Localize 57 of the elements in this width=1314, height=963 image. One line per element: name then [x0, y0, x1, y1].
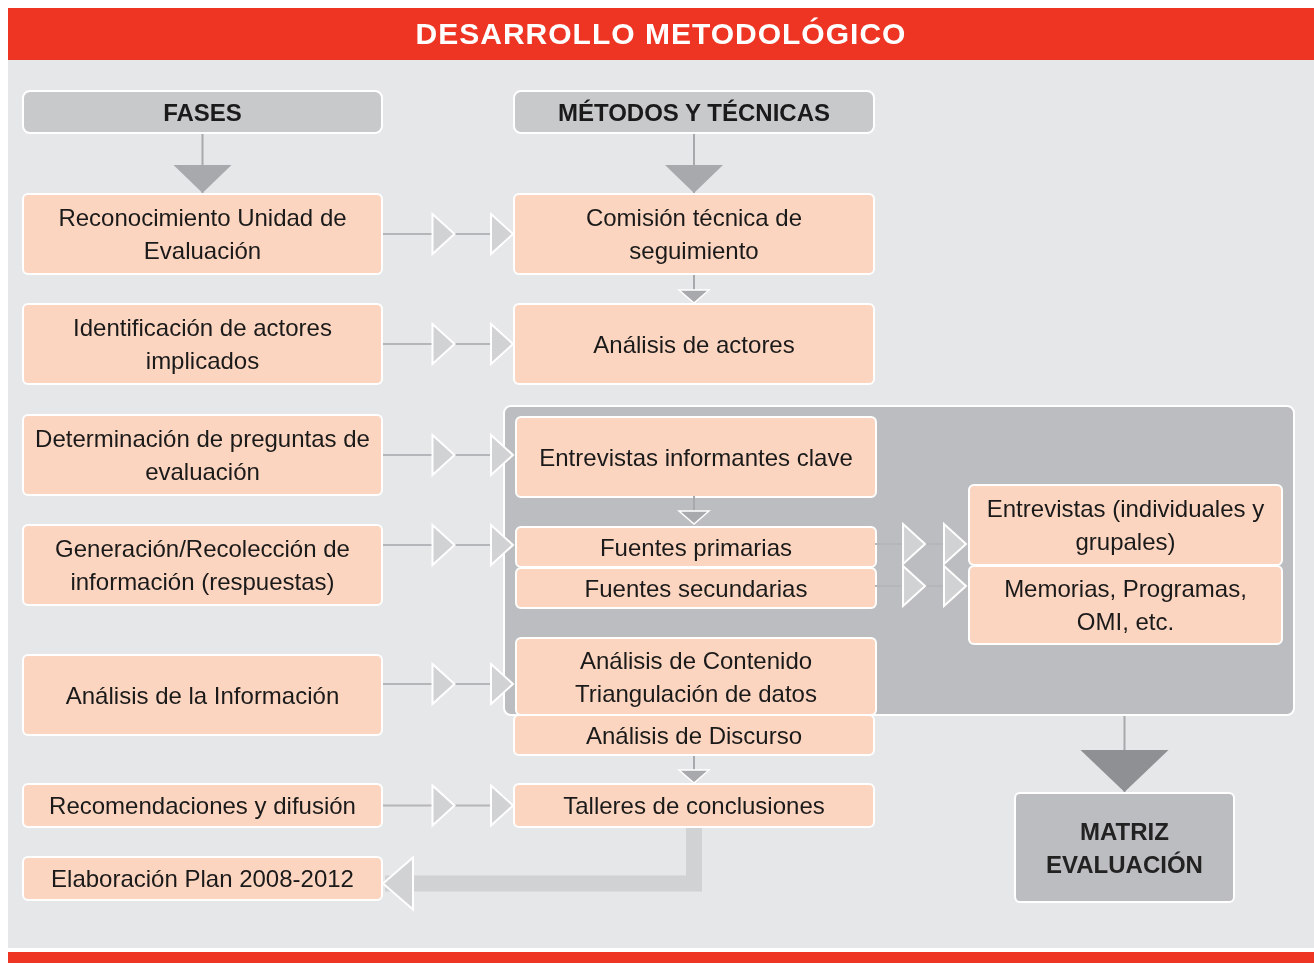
box-label: Análisis de Contenido Triangulación de datos [574, 645, 818, 709]
box-label: Elaboración Plan 2008-2012 [50, 864, 355, 894]
triangle-arrow [665, 133, 723, 194]
process-box [22, 414, 383, 496]
process-box [515, 637, 877, 716]
header-box [513, 90, 875, 134]
box-label: Determinación de preguntas de evaluación [34, 424, 371, 487]
box-label: Entrevistas (individuales y grupales) [985, 494, 1266, 557]
arrow [382, 828, 702, 911]
chevron-arrow [874, 565, 968, 608]
triangle-arrow [173, 133, 232, 194]
group-panel [503, 405, 1295, 716]
chevron-arrow [382, 212, 514, 256]
chevron-arrow [382, 433, 515, 477]
process-box [968, 565, 1283, 645]
column-heading: FASES [162, 97, 243, 128]
chevron-arrow [382, 783, 514, 828]
box-label: Reconocimiento Unidad de Evaluación [57, 203, 348, 266]
box-label: Comisión técnica de seguimiento [584, 203, 804, 266]
title: DESARROLLO METODOLÓGICO [415, 17, 907, 51]
box-label: Identificación de actores implicados [72, 313, 333, 376]
process-box [513, 714, 875, 756]
process-box [515, 416, 877, 498]
triangle-arrow [678, 755, 710, 784]
box-label: Entrevistas informantes clave [538, 442, 854, 473]
box-label: Recomendaciones y difusión [48, 791, 357, 821]
process-box [513, 783, 875, 828]
triangle-arrow [1080, 715, 1169, 793]
process-box [22, 856, 383, 901]
chevron-arrow [382, 523, 515, 567]
box-label: MATRIZ EVALUACIÓN [1045, 816, 1204, 880]
column-heading: MÉTODOS Y TÉCNICAS [556, 97, 832, 128]
chevron-arrow [874, 522, 968, 565]
header-box [22, 90, 383, 134]
box-label: Talleres de conclusiones [562, 791, 826, 821]
process-box [515, 567, 877, 609]
result-box [1014, 792, 1235, 903]
box-label: Análisis de la Información [64, 680, 341, 711]
chevron-arrow [382, 322, 514, 366]
process-box [22, 303, 383, 385]
box-label: Fuentes secundarias [583, 573, 809, 604]
process-box [22, 783, 383, 828]
process-box [22, 524, 383, 606]
triangle-arrow [678, 274, 710, 304]
process-box [22, 654, 383, 736]
process-box [22, 193, 383, 275]
box-label: Fuentes primarias [598, 532, 794, 563]
process-box [513, 303, 875, 385]
process-box [513, 193, 875, 275]
box-label: Análisis de actores [592, 329, 796, 360]
triangle-arrow [678, 495, 710, 525]
process-box [968, 484, 1283, 566]
box-label: Memorias, Programas, OMI, etc. [1003, 574, 1248, 637]
box-label: Análisis de Discurso [584, 720, 804, 751]
process-box [515, 526, 877, 568]
box-label: Generación/Recolección de información (respuestas) [54, 534, 351, 597]
chevron-arrow [382, 662, 515, 706]
